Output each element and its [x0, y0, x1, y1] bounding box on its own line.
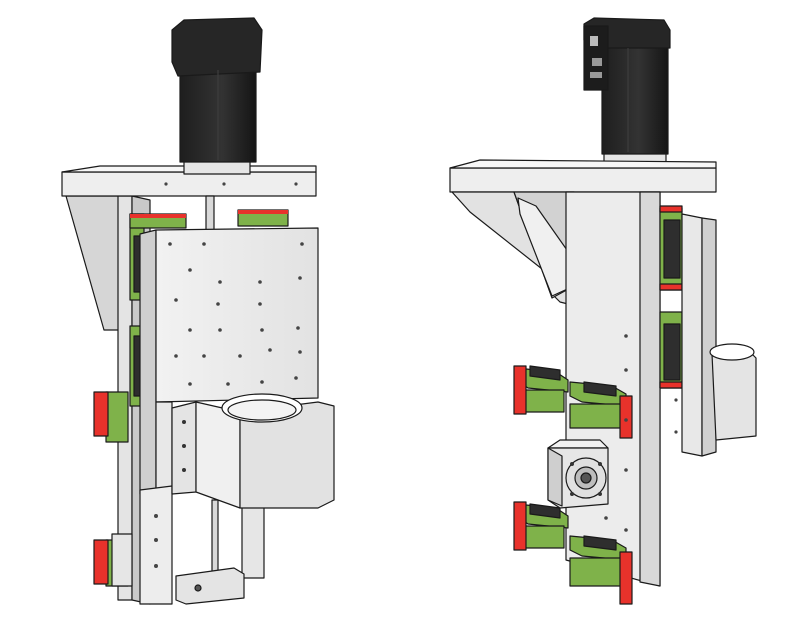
- front-clamp-hole: [182, 468, 186, 472]
- front-spindle-clamp-body: [239, 401, 335, 509]
- front-top-plate-hole: [294, 182, 298, 186]
- rear-right-rail-red: [659, 381, 683, 389]
- rear-plate-holes: [604, 334, 678, 532]
- front-bottom-block-hole: [194, 584, 202, 592]
- front-lower-bar: [139, 485, 173, 605]
- front-plate-holes: [168, 242, 304, 386]
- front-lower-bar-hole: [154, 538, 158, 542]
- rear-right-rail-red: [659, 283, 683, 291]
- front-top-plate-hole: [164, 182, 168, 186]
- rear-top-plate-top: [449, 159, 717, 169]
- front-bottom-block: [175, 567, 245, 605]
- rear-bearing-screw: [570, 492, 574, 496]
- rear-top-plate: [449, 167, 717, 193]
- front-carriage-plate-lower: [155, 401, 173, 491]
- front-motor-cap: [171, 17, 263, 77]
- front-left-rail: [105, 391, 129, 443]
- rear-spindle-bore: [709, 343, 755, 361]
- rear-right-rail-dark: [663, 219, 681, 279]
- front-rail-block-red: [238, 210, 288, 214]
- front-view: [61, 17, 335, 605]
- front-clamp-hole: [182, 420, 186, 424]
- front-rail-block-red: [130, 214, 186, 218]
- rear-right-carriage-face: [701, 217, 717, 457]
- front-guide-rod: [241, 505, 265, 579]
- front-top-plate: [61, 171, 317, 197]
- rear-bearing-screw: [598, 462, 602, 466]
- front-left-rail-red: [93, 391, 109, 437]
- rear-bearing-block-top: [547, 439, 609, 449]
- rear-spindle-clamp: [711, 349, 757, 441]
- rear-right-carriage: [681, 213, 703, 457]
- front-clamp-hole: [182, 444, 186, 448]
- rear-right-rail-dark: [663, 323, 681, 381]
- rear-rail-block-upper-right: [569, 381, 633, 439]
- front-carriage-plate-side: [139, 229, 157, 495]
- front-lower-bar-hole: [154, 564, 158, 568]
- front-top-plate-hole: [222, 182, 226, 186]
- rear-motor-port: [590, 36, 598, 46]
- rear-motor-port: [592, 58, 602, 66]
- rear-bearing-screw: [570, 462, 574, 466]
- rear-rail-block-lower-right: [569, 535, 633, 605]
- front-lower-bar-hole: [154, 514, 158, 518]
- rear-motor-port: [590, 72, 602, 78]
- rear-right-rail-red: [659, 205, 683, 213]
- front-left-rail-lower-red: [93, 539, 109, 585]
- rear-bearing-block-side: [547, 447, 563, 507]
- rear-rail-block-lower-left: [513, 501, 569, 551]
- rear-back-plate-side: [639, 191, 661, 587]
- rear-bearing-core: [580, 472, 592, 484]
- rear-motor-body: [601, 43, 669, 155]
- front-spindle-bore-inner: [227, 399, 297, 421]
- front-left-rail-lower-block: [111, 533, 133, 587]
- front-rod: [205, 195, 215, 231]
- front-side-gusset: [65, 195, 121, 331]
- front-carriage-plate: [155, 227, 319, 403]
- rear-view: [449, 17, 757, 605]
- rear-rail-block-upper-left: [513, 365, 569, 415]
- rear-bearing-screw: [598, 492, 602, 496]
